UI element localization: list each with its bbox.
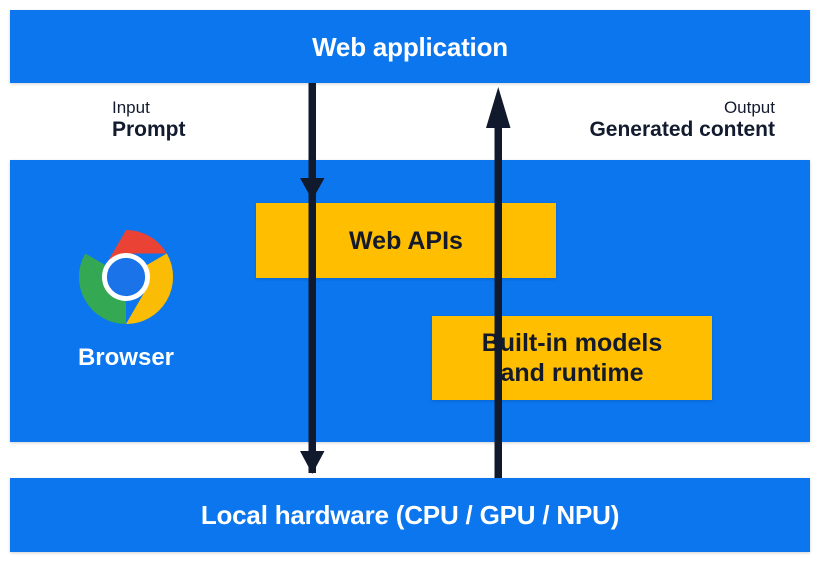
web-apis-label: Web APIs: [349, 226, 463, 255]
web-apis-box: Web APIs: [256, 203, 556, 278]
input-kicker: Input: [112, 98, 150, 117]
input-flow-label: Input Prompt: [112, 98, 186, 143]
layer-web-application: Web application: [10, 10, 810, 83]
chrome-logo-icon: [78, 229, 174, 325]
web-application-label: Web application: [312, 31, 508, 62]
built-in-models-label-wrapper: Built-in models and runtime: [482, 328, 663, 388]
local-hardware-label: Local hardware (CPU / GPU / NPU): [200, 500, 620, 530]
browser-label: Browser: [77, 344, 175, 371]
built-in-models-label-line1: Built-in models: [481, 329, 663, 357]
output-kicker: Output: [723, 98, 775, 117]
built-in-models-label-line2: and runtime: [500, 359, 644, 387]
input-value: Prompt: [112, 118, 186, 142]
built-in-models-box: Built-in models and runtime: [432, 316, 712, 400]
browser-group: Browser: [58, 228, 194, 372]
output-value: Generated content: [589, 118, 775, 142]
output-flow-label: Output Generated content: [589, 98, 775, 143]
layer-local-hardware: Local hardware (CPU / GPU / NPU): [10, 478, 810, 552]
